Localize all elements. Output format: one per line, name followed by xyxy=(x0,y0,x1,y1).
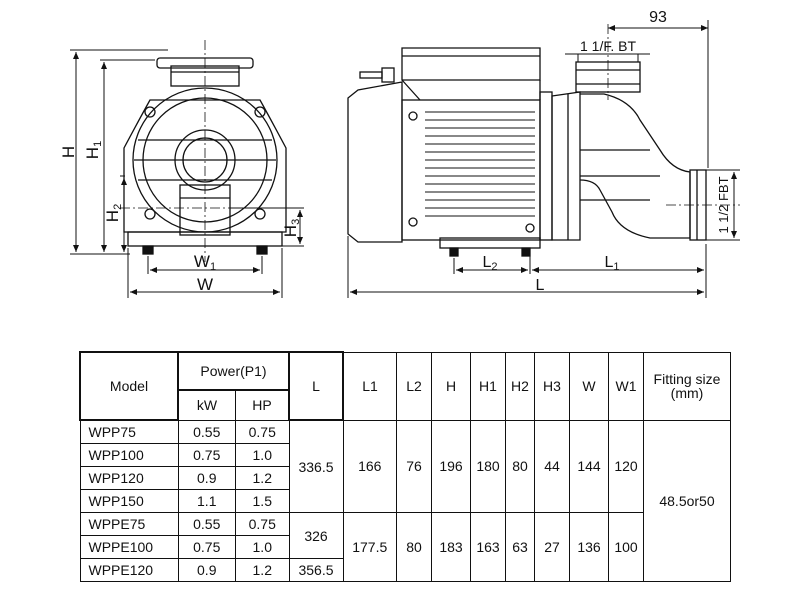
wppe-L-a: 326 xyxy=(288,512,344,559)
wpp-H: 196 xyxy=(431,419,471,513)
l-label: L xyxy=(536,277,545,294)
header-H: H xyxy=(431,351,471,421)
wppe-L1: 177.5 xyxy=(342,512,397,582)
wppe-H2: 63 xyxy=(505,512,535,582)
l2-label: L2 xyxy=(482,254,497,273)
volute xyxy=(579,93,691,239)
row-hp: 0.75 xyxy=(235,512,290,536)
wppe-L2: 80 xyxy=(396,512,432,582)
header-H3: H3 xyxy=(534,351,570,421)
front-dimensions xyxy=(70,49,304,298)
pump-housing xyxy=(551,91,581,241)
wpp-H2: 80 xyxy=(505,419,535,513)
h1-label: H1 xyxy=(83,141,104,159)
w1-label: W1 xyxy=(194,252,216,273)
h3-label: H3 xyxy=(281,219,302,237)
w-label: W xyxy=(197,275,213,294)
row-hp: 1.2 xyxy=(235,466,290,490)
wpp-L: 336.5 xyxy=(288,419,344,513)
side-dimensions xyxy=(347,20,740,298)
h2-label: H2 xyxy=(103,204,124,222)
header-fitting: Fitting size (mm) xyxy=(643,351,731,421)
row-hp: 1.0 xyxy=(235,535,290,559)
pump-dimension-drawing: H H1 H2 H3 W1 W xyxy=(59,9,740,298)
row-model: WPPE120 xyxy=(79,558,179,582)
row-model: WPP120 xyxy=(79,466,179,490)
header-L1: L1 xyxy=(342,351,397,421)
header-W1: W1 xyxy=(608,351,644,421)
wpp-W1: 120 xyxy=(608,419,644,513)
wppe-H1: 163 xyxy=(470,512,506,582)
front-motor-body xyxy=(123,99,287,233)
wppe-W1: 100 xyxy=(608,512,644,582)
row-kw: 0.75 xyxy=(177,443,236,467)
header-power: Power(P1) xyxy=(177,351,290,391)
header-L: L xyxy=(288,351,344,421)
row-model: WPP100 xyxy=(79,443,179,467)
inlet-fitting-label: 1 1/2 FBT xyxy=(716,176,731,233)
row-kw: 0.75 xyxy=(177,535,236,559)
row-kw: 0.55 xyxy=(177,419,236,444)
wppe-L-b: 356.5 xyxy=(288,558,344,582)
l1-label: L1 xyxy=(604,254,619,273)
wppe-H: 183 xyxy=(431,512,471,582)
header-hp: HP xyxy=(235,389,290,421)
header-H1: H1 xyxy=(470,351,506,421)
wpp-L1: 166 xyxy=(342,419,397,513)
row-model: WPPE75 xyxy=(79,512,179,536)
front-view xyxy=(120,40,290,262)
row-hp: 0.75 xyxy=(235,419,290,444)
row-model: WPPE100 xyxy=(79,535,179,559)
motor-body xyxy=(401,99,541,241)
side-base xyxy=(439,237,541,249)
row-kw: 0.9 xyxy=(177,558,236,582)
wpp-L2: 76 xyxy=(396,419,432,513)
fan-cover xyxy=(347,81,403,243)
outlet-fitting-label: 1 1/F. BT xyxy=(580,38,636,54)
h-label: H xyxy=(59,146,78,158)
row-model: WPP150 xyxy=(79,489,179,513)
side-view xyxy=(347,24,740,257)
row-kw: 1.1 xyxy=(177,489,236,513)
header-H2: H2 xyxy=(505,351,535,421)
wppe-W: 136 xyxy=(569,512,609,582)
header-kw: kW xyxy=(177,389,236,421)
fitting-value: 48.5or50 xyxy=(643,419,731,582)
cable-gland xyxy=(359,71,383,79)
wpp-H3: 44 xyxy=(534,419,570,513)
row-kw: 0.9 xyxy=(177,466,236,490)
row-hp: 1.2 xyxy=(235,558,290,582)
front-dimension-labels: H H1 H2 H3 W1 W xyxy=(59,141,302,294)
row-hp: 1.5 xyxy=(235,489,290,513)
row-model: WPP75 xyxy=(79,419,179,444)
wpp-H1: 180 xyxy=(470,419,506,513)
header-L2: L2 xyxy=(396,351,432,421)
wpp-W: 144 xyxy=(569,419,609,513)
dim-93-label: 93 xyxy=(649,9,667,26)
row-kw: 0.55 xyxy=(177,512,236,536)
terminal-box xyxy=(401,47,541,81)
side-dimension-labels: 93 1 1/F. BT 1 1/2 FBT L2 L1 L xyxy=(482,9,731,294)
row-hp: 1.0 xyxy=(235,443,290,467)
wppe-H3: 27 xyxy=(534,512,570,582)
header-W: W xyxy=(569,351,609,421)
header-model: Model xyxy=(79,351,179,421)
spec-table: Model Power(P1) L L1 L2 H H1 H2 H3 W W1 … xyxy=(79,351,731,582)
